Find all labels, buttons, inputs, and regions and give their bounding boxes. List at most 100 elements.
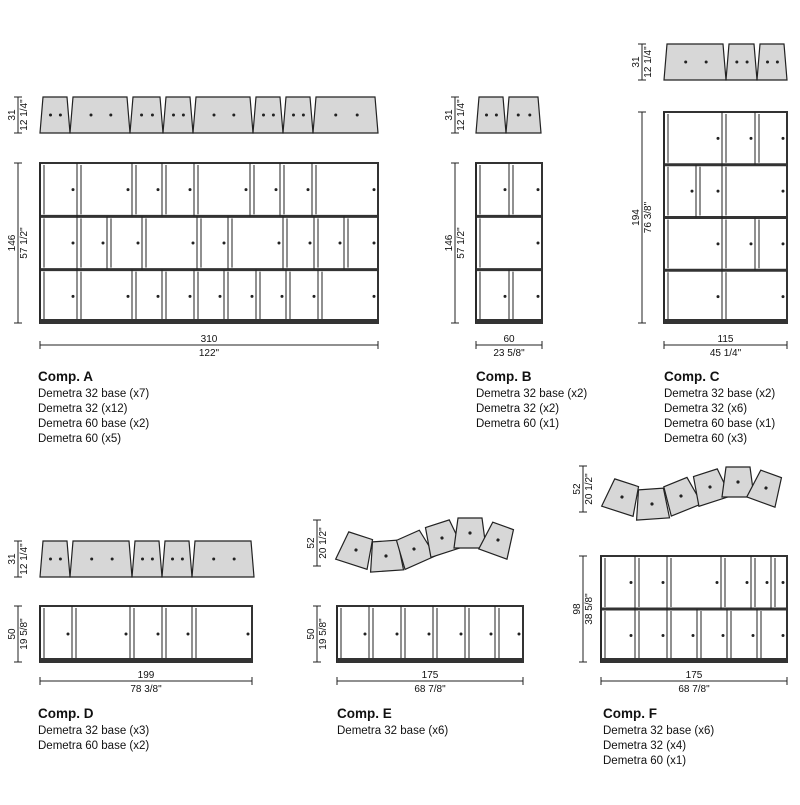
comp-d-top-dot xyxy=(232,557,236,561)
comp-a-top-dot xyxy=(355,113,359,117)
comp-b-depth-in: 12 1/4" xyxy=(456,99,467,131)
comp-a-top-module xyxy=(129,96,164,134)
comp-a-top-dot xyxy=(232,113,236,117)
comp-a-item: Demetra 32 base (x7) xyxy=(38,388,150,400)
comp-e-item: Demetra 32 base (x6) xyxy=(337,725,449,737)
comp-c-top-dot xyxy=(735,60,739,64)
comp-a-top-module xyxy=(192,96,254,134)
comp-a-front-knob xyxy=(126,188,130,192)
comp-a-depth-cm: 31 xyxy=(7,109,18,121)
comp-f-top-module-group xyxy=(600,478,640,518)
comp-d-top-dot xyxy=(171,557,174,561)
comp-f-item: Demetra 32 (x4) xyxy=(603,740,687,752)
comp-f-top-module-group xyxy=(745,469,783,509)
comp-d-front-knob xyxy=(156,632,160,636)
comp-e-top-dot xyxy=(468,531,472,535)
comp-f-item: Demetra 60 (x1) xyxy=(603,755,687,767)
comp-c-front-knob xyxy=(690,189,694,193)
comp-a-front-knob xyxy=(188,294,192,298)
comp-c-front-knob xyxy=(781,242,785,246)
comp-e-top-dot xyxy=(354,548,358,552)
comp-e-top-dot xyxy=(440,536,444,540)
comp-f-front-knob xyxy=(765,581,769,584)
comp-a-front-knob xyxy=(274,188,278,192)
comp-e-front-knob xyxy=(363,632,367,636)
comp-c-width-cm: 115 xyxy=(718,334,734,345)
comp-e-depth-cm: 52 xyxy=(306,537,317,549)
comp-b-top-dot xyxy=(485,113,488,117)
comp-d-item: Demetra 60 base (x2) xyxy=(38,740,150,752)
comp-a-top-dot xyxy=(262,113,265,117)
comp-b-front-knob xyxy=(536,188,540,192)
comp-d-top-module xyxy=(131,540,163,578)
comp-a-front-knob xyxy=(218,294,222,298)
comp-e-front-knob xyxy=(427,632,431,636)
comp-a-front-knob xyxy=(244,188,248,192)
comp-a-top-dot xyxy=(301,113,305,117)
comp-e-front-knob xyxy=(489,632,493,636)
comp-b-front-knob xyxy=(503,188,507,192)
comp-a-front-knob xyxy=(71,294,75,298)
comp-c-top-module xyxy=(756,43,788,81)
comp-a-height-cm: 146 xyxy=(7,234,18,251)
comp-e-top-dot xyxy=(412,547,416,551)
comp-a-front-knob xyxy=(136,241,140,245)
comp-f-top-module xyxy=(745,469,783,509)
comp-c-front-knob xyxy=(716,189,720,193)
comp-d-item: Demetra 32 base (x3) xyxy=(38,725,150,737)
comp-d-top-dot xyxy=(180,557,184,561)
comp-a-top-dot xyxy=(334,113,338,117)
comp-a-top-dot xyxy=(181,113,185,117)
comp-f-front-knob xyxy=(745,581,749,584)
comp-d-depth-in: 12 1/4" xyxy=(19,543,30,575)
comp-a-front-base xyxy=(40,319,378,323)
comp-d-front-knob xyxy=(186,632,190,636)
comp-e-width-in: 68 7/8" xyxy=(414,684,446,695)
comp-c-top-module xyxy=(663,43,727,81)
comp-a-top-dot xyxy=(212,113,216,117)
comp-a-front-knob xyxy=(277,241,281,245)
comp-c-top-module xyxy=(725,43,758,81)
comp-c-item: Demetra 60 (x3) xyxy=(664,433,748,445)
comp-a-top-dot xyxy=(58,113,62,117)
comp-d-top-dot xyxy=(110,557,114,561)
comp-d-top-dot xyxy=(49,557,52,561)
comp-d-width-in: 78 3/8" xyxy=(130,684,162,695)
comp-a-front-knob xyxy=(372,241,376,245)
comp-c-top-dot xyxy=(745,60,749,64)
comp-a-front-knob xyxy=(71,188,75,192)
comp-b-height-cm: 146 xyxy=(444,234,455,251)
comp-b-front-knob xyxy=(503,294,507,298)
comp-d-top-module xyxy=(191,540,255,578)
comp-a-top-dot xyxy=(109,113,113,117)
comp-c-front-base xyxy=(664,319,787,323)
comp-a-item: Demetra 60 (x5) xyxy=(38,433,122,445)
comp-f-front-knob xyxy=(691,634,695,637)
comp-f-front-knob xyxy=(781,634,785,637)
comp-f-front-knob xyxy=(629,634,633,637)
comp-e-top-module-group xyxy=(369,539,405,573)
comp-a-front-knob xyxy=(101,241,105,245)
comp-a-front-knob xyxy=(312,294,316,298)
comp-e-front-knob xyxy=(517,632,521,636)
comp-d-top-dot xyxy=(141,557,144,561)
comp-a-front-knob xyxy=(222,241,226,245)
comp-a-front-frame xyxy=(39,162,379,324)
comp-f-top-dot xyxy=(708,485,712,489)
comp-f-top-dot xyxy=(679,494,683,498)
comp-f-width-cm: 175 xyxy=(686,670,703,681)
comp-b-depth-cm: 31 xyxy=(444,109,455,121)
comp-a-title: Comp. A xyxy=(38,369,93,384)
comp-a-top-module xyxy=(252,96,284,134)
comp-f-top-module xyxy=(600,478,640,518)
comp-b-item: Demetra 32 (x2) xyxy=(476,403,560,415)
comp-a-top-dot xyxy=(172,113,175,117)
comp-c-front-knob xyxy=(781,295,785,299)
comp-d-front-knob xyxy=(124,632,128,636)
comp-c-front-knob xyxy=(781,136,785,140)
comp-f-front-knob xyxy=(721,634,725,637)
comp-a-front-knob xyxy=(250,294,254,298)
comp-a-top-module xyxy=(312,96,379,134)
